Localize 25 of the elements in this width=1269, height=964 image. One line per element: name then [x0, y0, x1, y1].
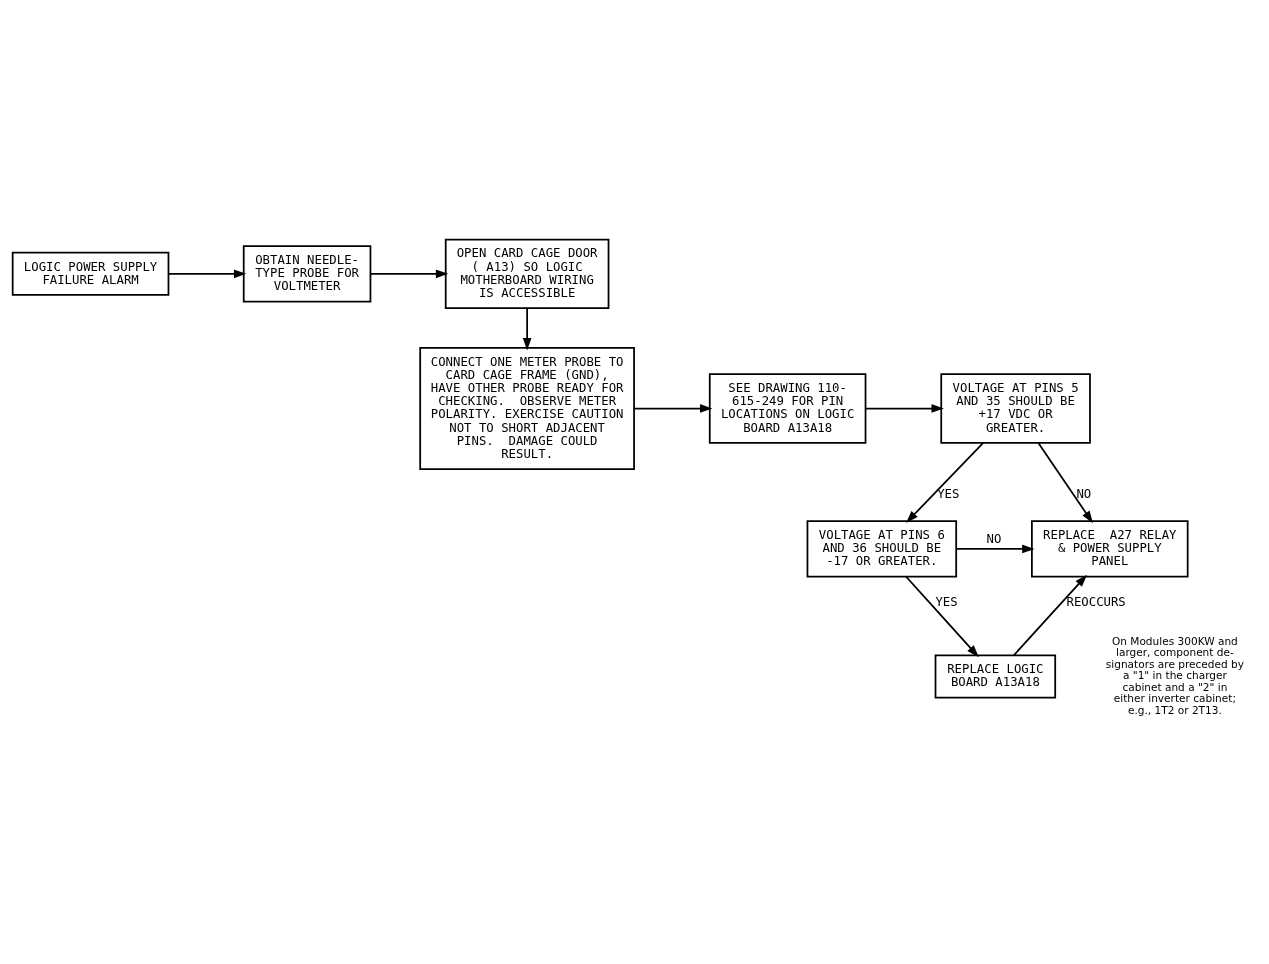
arrow: [1037, 442, 1093, 524]
arrow: [864, 404, 944, 413]
arrow: [522, 307, 532, 351]
arrow: [1012, 574, 1088, 657]
node-box: REPLACE LOGIC BOARD A13A18: [934, 654, 1057, 699]
node-box: VOLTAGE AT PINS 5 AND 35 SHOULD BE +17 VDC OR GREATER.: [940, 373, 1091, 444]
edge-label: REOCCURS: [1066, 594, 1126, 609]
node-box: CONNECT ONE METER PROBE TO CARD CAGE FRAME (GND), HAVE OTHER PROBE READY FOR CHECKING. OBSERVE METER POLARITY. EXERCISE CAUTION NOT TO SHORT ADJACENT PINS. DAMAGE COULD RESULT.: [419, 346, 635, 471]
node-box: SEE DRAWING 110- 615-249 FOR PIN LOCATIONS ON LOGIC BOARD A13A18: [708, 373, 867, 444]
arrow: [167, 269, 247, 279]
arrow: [369, 269, 449, 279]
edge-label: NO: [986, 531, 1002, 546]
node-box: OBTAIN NEEDLE- TYPE PROBE FOR VOLTMETER: [242, 245, 372, 303]
arrow: [633, 404, 713, 413]
arrow: [905, 575, 979, 658]
arrow: [955, 544, 1035, 554]
arrow: [906, 442, 985, 523]
edge-label: YES: [937, 487, 960, 502]
edge-label: YES: [935, 594, 958, 609]
node-box: LOGIC POWER SUPPLY FAILURE ALARM: [11, 251, 170, 296]
label: On Modules 300KW and larger, component de- signators are preceded by a "1" in the charger cabinet and a "2" in either inverter cabinet; e.g., 1T2 or 2T13.: [1105, 634, 1245, 716]
edge-label: NO: [1076, 487, 1092, 502]
node-box: REPLACE A27 RELAY & POWER SUPPLY PANEL: [1031, 520, 1189, 578]
node-box: VOLTAGE AT PINS 6 AND 36 SHOULD BE -17 OR GREATER.: [806, 520, 958, 578]
node-box: OPEN CARD CAGE DOOR ( A13) SO LOGIC MOTHERBOARD WIRING IS ACCESSIBLE: [444, 238, 610, 310]
